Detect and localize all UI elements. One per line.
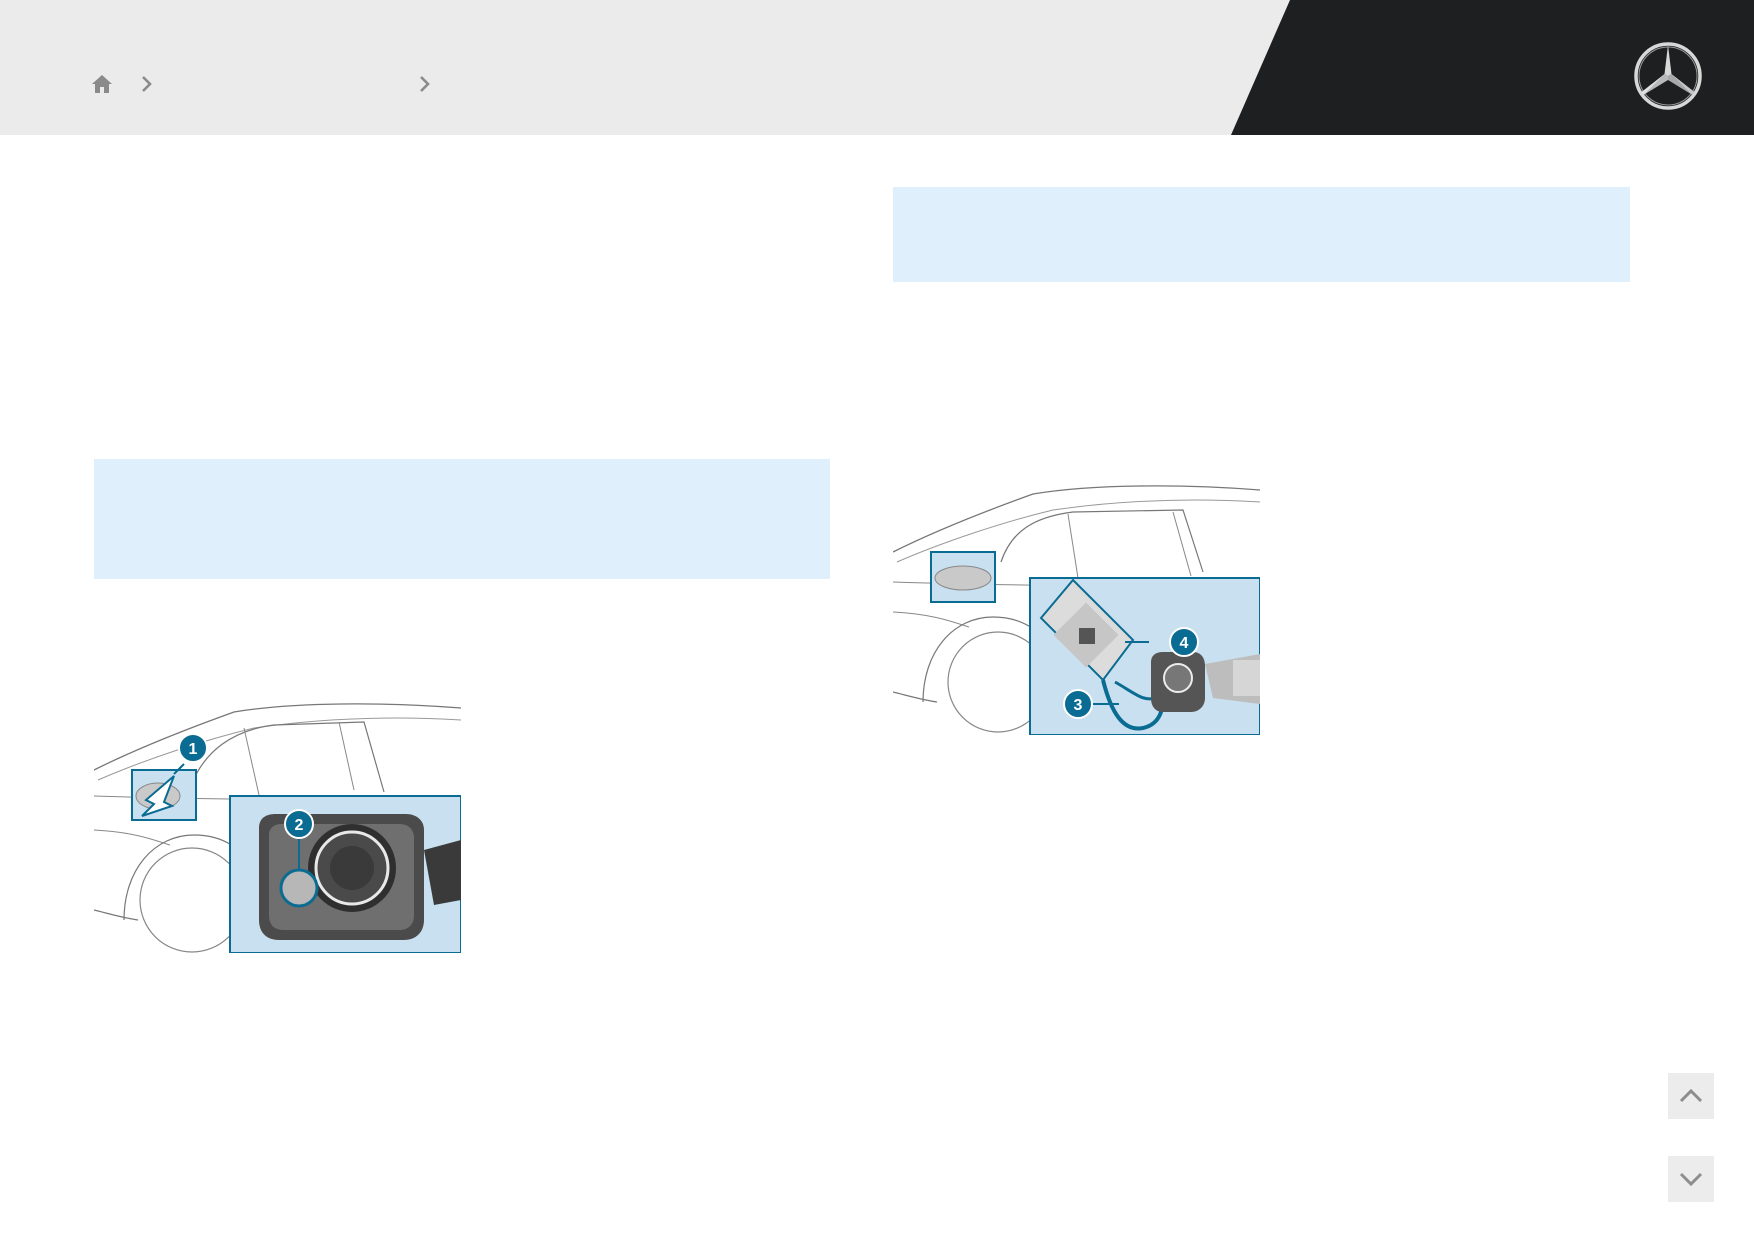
mercedes-star-logo[interactable] [1632,40,1704,112]
chevron-up-icon [1679,1088,1703,1103]
fuel-flap-illustration: 1 2 [94,703,461,953]
note-box-left [94,459,830,579]
callout-2 [284,809,314,839]
chevron-down-icon [1679,1172,1703,1187]
scroll-up-button[interactable] [1668,1073,1714,1119]
page-header [0,0,1754,135]
svg-text:4: 4 [1180,635,1189,652]
scroll-down-button[interactable] [1668,1156,1714,1202]
svg-text:1: 1 [189,741,198,758]
callout-1 [178,733,208,763]
charging-socket-illustration: 4 3 [893,485,1260,735]
home-icon[interactable] [90,72,114,96]
svg-text:2: 2 [295,817,304,834]
header-brand-panel [1231,0,1754,135]
callout-3 [1063,689,1093,719]
note-box-top-right [893,187,1630,282]
callout-4 [1169,627,1199,657]
chevron-right-icon [142,76,152,92]
chevron-right-icon [420,76,430,92]
svg-text:3: 3 [1074,697,1083,714]
